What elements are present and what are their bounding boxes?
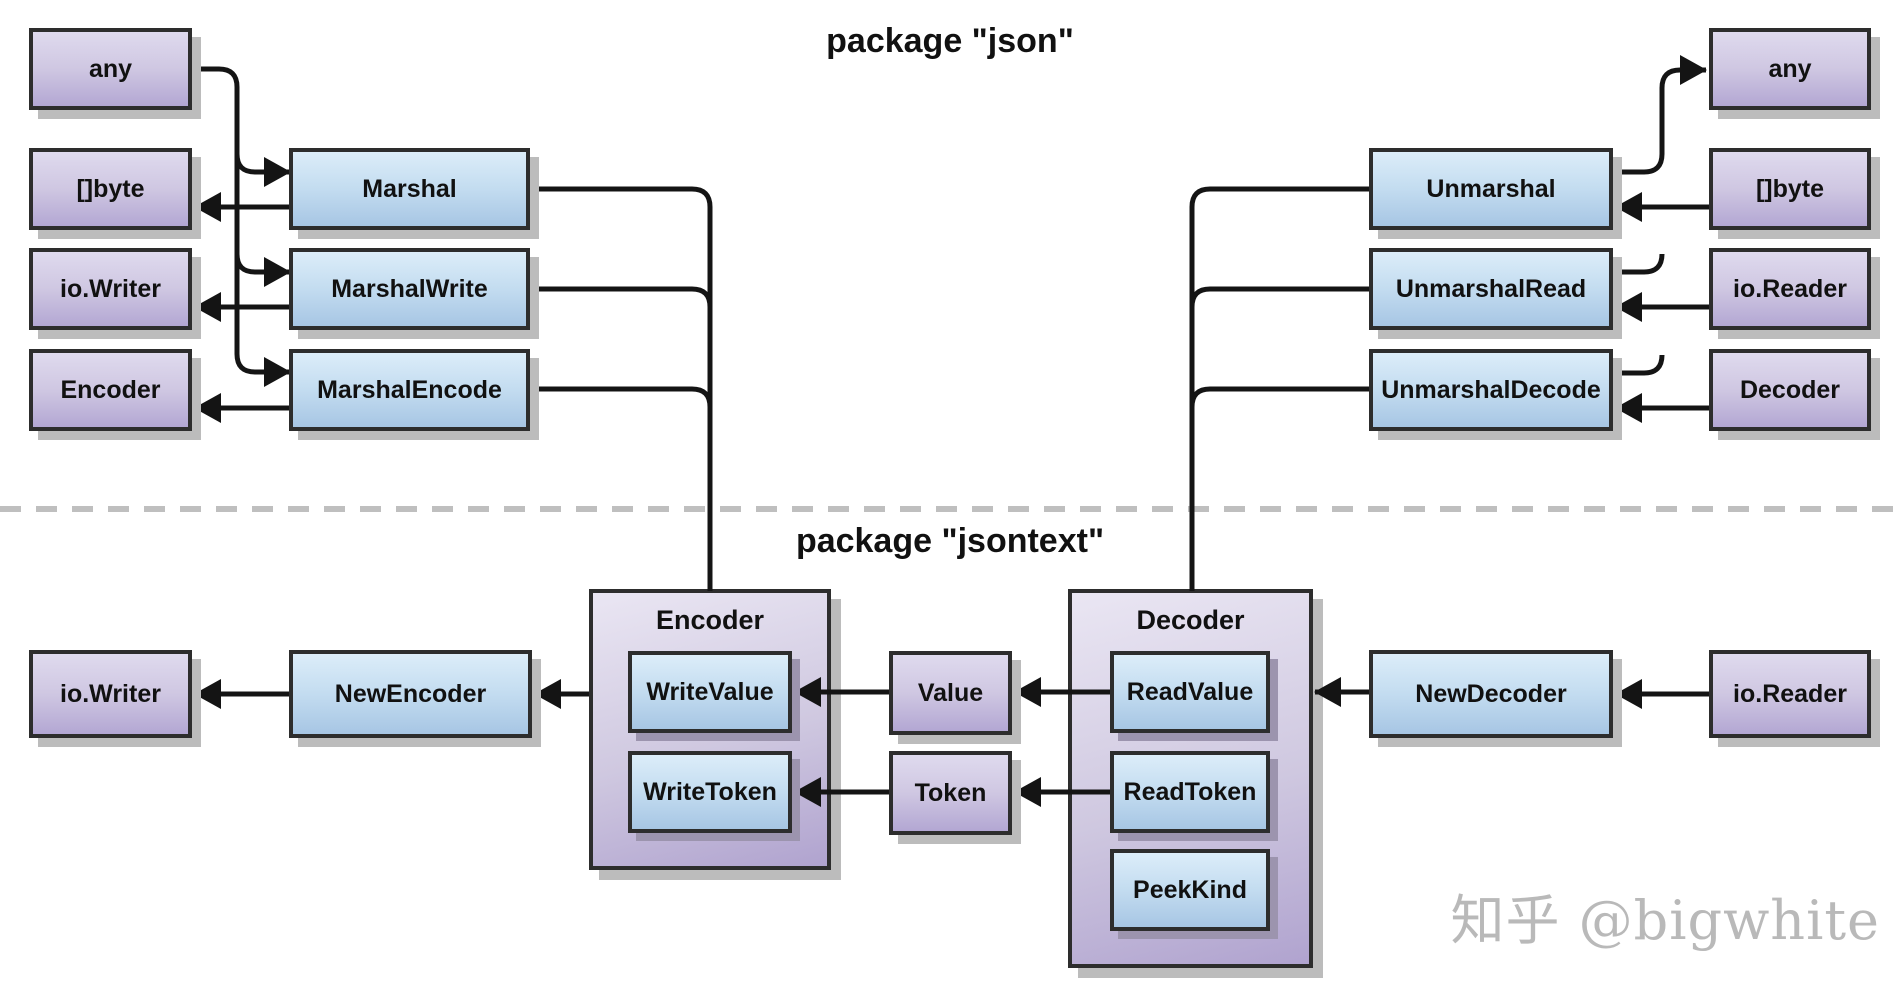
type-box-ioreader-bottom: io.Reader bbox=[1709, 650, 1871, 738]
type-box-token: Token bbox=[889, 751, 1012, 835]
type-box-iowriter-top: io.Writer bbox=[29, 248, 192, 330]
function-box-marshal: Marshal bbox=[289, 148, 530, 230]
method-box-readtoken: ReadToken bbox=[1110, 751, 1270, 833]
conn-unmarshal-to-any bbox=[1613, 55, 1708, 175]
conn-marshalencode-merge bbox=[530, 386, 713, 408]
conn-any-to-marshalwrite bbox=[234, 253, 292, 287]
type-box-ioreader-top: io.Reader bbox=[1709, 248, 1871, 330]
method-box-peekkind: PeekKind bbox=[1110, 849, 1270, 931]
conn-unmarshaldecode-down-merge bbox=[1189, 386, 1369, 408]
conn-unmarshalread-down-merge bbox=[1189, 286, 1369, 308]
conn-any-to-marshal bbox=[234, 153, 292, 187]
title-package-json: package "json" bbox=[826, 22, 1074, 60]
function-box-marshalwrite: MarshalWrite bbox=[289, 248, 530, 330]
method-box-writevalue: WriteValue bbox=[628, 651, 792, 733]
type-box-iowriter-bottom: io.Writer bbox=[29, 650, 192, 738]
function-box-unmarshalread: UnmarshalRead bbox=[1369, 248, 1613, 330]
type-box-decoder-top: Decoder bbox=[1709, 349, 1871, 431]
type-box-any-right: any bbox=[1709, 28, 1871, 110]
conn-marshalwrite-merge bbox=[530, 286, 713, 308]
conn-unmarshaldecode-merge bbox=[1613, 354, 1665, 376]
type-box-encoder-top: Encoder bbox=[29, 349, 192, 431]
type-box-value: Value bbox=[889, 651, 1012, 735]
decoder-group-label: Decoder bbox=[1136, 605, 1245, 635]
conn-unmarshalread-merge bbox=[1613, 253, 1665, 275]
type-box-any-left: any bbox=[29, 28, 192, 110]
function-box-unmarshaldecode: UnmarshalDecode bbox=[1369, 349, 1613, 431]
conn-unmarshal-to-decoder-group bbox=[1189, 186, 1369, 591]
watermark-text: 知乎 @bigwhite bbox=[1450, 889, 1880, 952]
conn-any-to-marshalencode bbox=[234, 353, 292, 387]
conn-any-trunk-left bbox=[192, 66, 240, 354]
function-box-marshalencode: MarshalEncode bbox=[289, 349, 530, 431]
type-box-byteslice-left: []byte bbox=[29, 148, 192, 230]
method-box-readvalue: ReadValue bbox=[1110, 651, 1270, 733]
encoder-group-label: Encoder bbox=[655, 605, 765, 635]
function-box-newencoder: NewEncoder bbox=[289, 650, 532, 738]
function-box-newdecoder: NewDecoder bbox=[1369, 650, 1613, 738]
method-box-writetoken: WriteToken bbox=[628, 751, 792, 833]
title-package-jsontext: package "jsontext" bbox=[795, 522, 1105, 560]
function-box-unmarshal: Unmarshal bbox=[1369, 148, 1613, 230]
conn-marshal-to-encoder-group bbox=[530, 186, 713, 591]
type-box-byteslice-right: []byte bbox=[1709, 148, 1871, 230]
